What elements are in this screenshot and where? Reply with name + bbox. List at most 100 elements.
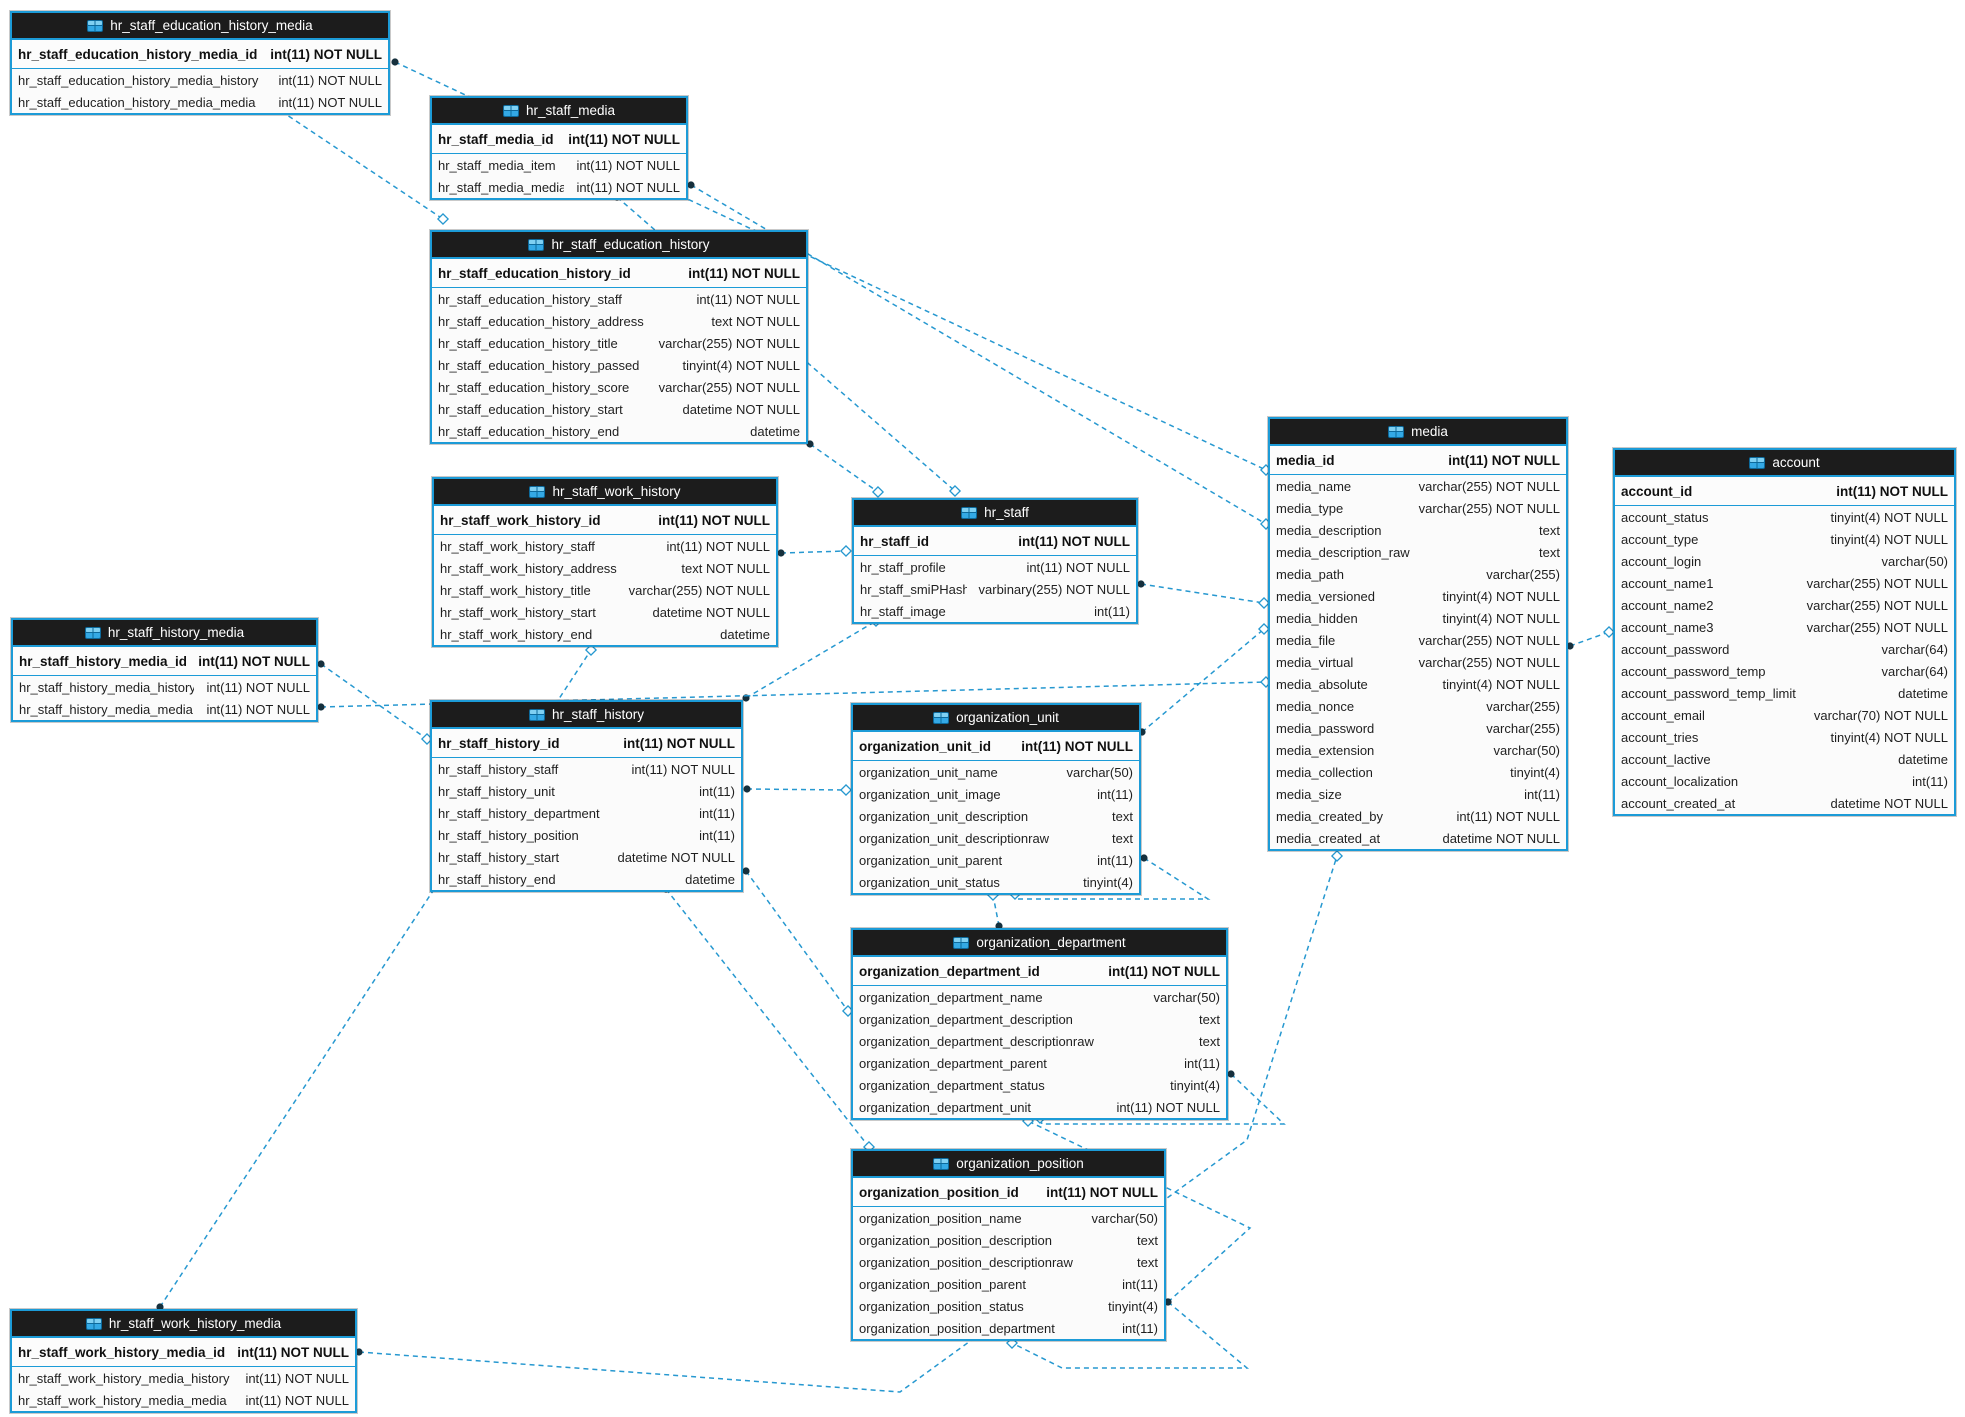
relationship-hr_staff_history-to-hr_staff xyxy=(745,620,877,699)
table-header-hr_staff_education_history[interactable]: hr_staff_education_history xyxy=(432,232,806,259)
column-type: int(11) NOT NULL xyxy=(237,1344,349,1360)
relationship-hr_staff-to-media xyxy=(1140,583,1265,604)
column-name: organization_department_unit xyxy=(859,1099,1032,1115)
table-hr_staff_education_history[interactable]: hr_staff_education_history hr_staff_educa… xyxy=(430,230,808,444)
column-name: hr_staff_work_history_media_media xyxy=(18,1392,227,1408)
table-header-hr_staff_media[interactable]: hr_staff_media xyxy=(432,98,686,125)
column-type: int(11) NOT NULL xyxy=(631,761,735,777)
table-header-media[interactable]: media xyxy=(1270,419,1566,446)
column-type: varchar(255) NOT NULL xyxy=(1418,654,1560,670)
column-type: varchar(50) xyxy=(1153,989,1220,1005)
table-organization_department[interactable]: organization_department organization_depa… xyxy=(851,928,1228,1120)
column-name: hr_staff_education_history_id xyxy=(438,265,631,281)
column-name: account_name2 xyxy=(1621,597,1714,613)
column-name: hr_staff_work_history_start xyxy=(440,604,596,620)
column-type: int(11) xyxy=(1122,1320,1158,1336)
table-icon xyxy=(953,936,970,949)
column-name: hr_staff_work_history_end xyxy=(440,626,593,642)
column-name: media_id xyxy=(1276,452,1335,468)
table-hr_staff_education_history_media[interactable]: hr_staff_education_history_media hr_staff… xyxy=(10,11,390,115)
table-title: hr_staff_education_history xyxy=(551,237,710,252)
table-header-hr_staff_work_history[interactable]: hr_staff_work_history xyxy=(434,479,776,506)
column-type: varchar(255) xyxy=(1486,698,1560,714)
table-header-organization_position[interactable]: organization_position xyxy=(853,1151,1164,1178)
table-header-hr_staff_history_media[interactable]: hr_staff_history_media xyxy=(13,620,316,647)
table-header-organization_unit[interactable]: organization_unit xyxy=(853,705,1139,732)
table-title: hr_staff xyxy=(984,505,1029,520)
table-hr_staff_history_media[interactable]: hr_staff_history_media hr_staff_history_m… xyxy=(11,618,318,722)
column-name: hr_staff_history_media_history xyxy=(19,679,195,695)
column-name: account_created_at xyxy=(1621,795,1736,811)
column-name: media_nonce xyxy=(1276,698,1355,714)
column-name: account_id xyxy=(1621,483,1693,499)
table-hr_staff_work_history_media[interactable]: hr_staff_work_history_media hr_staff_work… xyxy=(10,1309,357,1413)
column-name: hr_staff_image xyxy=(860,603,946,619)
table-header-hr_staff[interactable]: hr_staff xyxy=(854,500,1136,527)
relationship-hr_staff_education_history_media-to-hr_staff_education_history xyxy=(280,110,444,220)
column-name: hr_staff_profile xyxy=(860,559,946,575)
column-name: account_password xyxy=(1621,641,1730,657)
column-name: hr_staff_media_item xyxy=(438,157,556,173)
connector-endpoint-dot xyxy=(806,440,814,448)
table-header-organization_department[interactable]: organization_department xyxy=(853,930,1226,957)
column-type: text xyxy=(1199,1011,1220,1027)
column-type: tinyint(4) NOT NULL xyxy=(1442,610,1560,626)
table-header-hr_staff_education_history_media[interactable]: hr_staff_education_history_media xyxy=(12,13,388,40)
column-name: media_hidden xyxy=(1276,610,1358,626)
relationship-hr_staff_history-to-organization_department xyxy=(745,870,849,1012)
table-icon xyxy=(85,1317,102,1330)
table-header-account[interactable]: account xyxy=(1615,450,1954,477)
column-type: int(11) NOT NULL xyxy=(666,538,770,554)
column-name: hr_staff_work_history_media_id xyxy=(18,1344,226,1360)
column-type: datetime xyxy=(720,626,770,642)
table-organization_position[interactable]: organization_position organization_positi… xyxy=(851,1149,1166,1341)
connector-endpoint-dot xyxy=(687,181,695,189)
column-name: hr_staff_education_history_media_media xyxy=(18,94,256,110)
column-name: account_email xyxy=(1621,707,1705,723)
column-type: varchar(255) NOT NULL xyxy=(658,335,800,351)
table-icon xyxy=(933,711,950,724)
column-type: varchar(255) NOT NULL xyxy=(658,379,800,395)
column-name: account_tries xyxy=(1621,729,1699,745)
column-type: datetime NOT NULL xyxy=(652,604,770,620)
column-type: int(11) NOT NULL xyxy=(206,679,310,695)
column-type: varchar(50) xyxy=(1881,553,1948,569)
table-icon xyxy=(933,1157,950,1170)
column-name: media_password xyxy=(1276,720,1375,736)
connector-endpoint-dot xyxy=(1566,642,1574,650)
column-name: media_extension xyxy=(1276,742,1375,758)
table-header-hr_staff_work_history_media[interactable]: hr_staff_work_history_media xyxy=(12,1311,355,1338)
column-name: organization_department_descriptionraw xyxy=(859,1033,1094,1049)
connector-endpoint-dot xyxy=(777,549,785,557)
table-header-hr_staff_history[interactable]: hr_staff_history xyxy=(432,702,741,729)
column-row: hr_staff_education_history_media_history… xyxy=(12,69,388,91)
